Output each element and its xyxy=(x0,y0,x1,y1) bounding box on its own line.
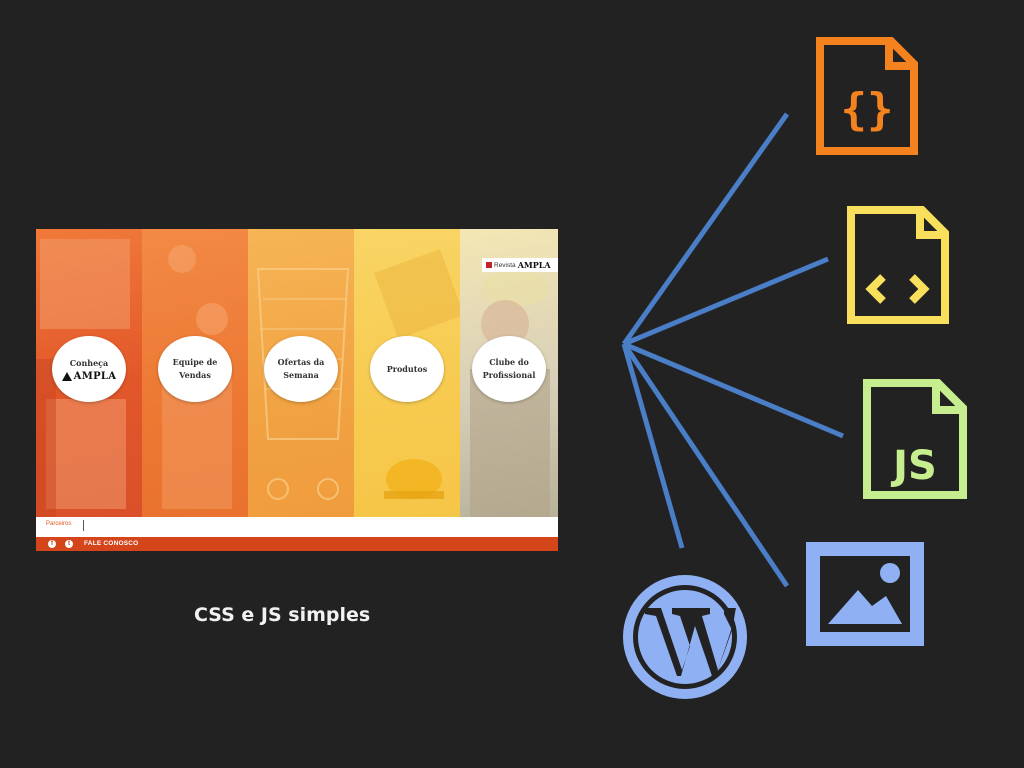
panel-ofertas-da-semana[interactable]: Ofertas da Semana xyxy=(248,229,354,517)
facebook-icon[interactable]: f xyxy=(48,540,56,548)
html-file-icon xyxy=(847,206,949,324)
connector-line-css xyxy=(621,112,790,346)
produtos-circle[interactable]: Produtos xyxy=(370,336,444,402)
ofertas-da-semana-label: Ofertas da Semana xyxy=(277,357,325,380)
ampla-logo-text: AMPLA xyxy=(73,370,117,382)
equipe-de-vendas-label: Equipe de Vendas xyxy=(172,357,218,380)
twitter-icon[interactable]: t xyxy=(65,540,73,548)
image-icon xyxy=(806,542,924,646)
panel-conheca[interactable]: Conheça AMPLA xyxy=(36,229,142,517)
connector-line-html xyxy=(623,256,829,347)
equipe-de-vendas-circle[interactable]: Equipe de Vendas xyxy=(158,336,232,402)
connector-line-wordpress xyxy=(621,343,685,549)
revista-label: Revista xyxy=(494,261,516,269)
panel-produtos[interactable]: Produtos xyxy=(354,229,460,517)
css-file-icon: {} xyxy=(816,37,918,155)
connector-line-image xyxy=(621,342,790,588)
fale-conosco-link[interactable]: FALE CONOSCO xyxy=(84,540,139,547)
slide-caption: CSS e JS simples xyxy=(194,604,371,626)
revista-brand: AMPLA xyxy=(517,260,551,270)
wordpress-icon xyxy=(623,575,747,699)
js-file-icon-text: JS xyxy=(890,443,937,489)
panel-equipe-de-vendas[interactable]: Equipe de Vendas xyxy=(142,229,248,517)
js-file-icon: JS xyxy=(863,379,967,499)
partners-separator xyxy=(83,520,84,531)
revista-ampla-link[interactable]: Revista AMPLA xyxy=(482,258,558,272)
panel-clube-do-profissional[interactable]: Clube do Profissional xyxy=(460,229,558,517)
ampla-triangle-icon xyxy=(61,371,72,381)
revista-icon xyxy=(486,262,492,268)
footer-bar: f t FALE CONOSCO xyxy=(36,537,558,551)
connector-line-js xyxy=(623,341,844,439)
ofertas-da-semana-circle[interactable]: Ofertas da Semana xyxy=(264,336,338,402)
building-photo xyxy=(36,239,130,517)
conheca-circle[interactable]: Conheça AMPLA xyxy=(52,336,126,402)
clube-do-profissional-label: Clube do Profissional xyxy=(482,357,536,380)
tools-photo xyxy=(374,249,460,499)
conheca-label: Conheça xyxy=(69,357,109,368)
website-screenshot: Conheça AMPLA Equipe de Vendas xyxy=(36,229,558,551)
ampla-logo: AMPLA xyxy=(61,370,117,382)
shopping-cart-photo xyxy=(256,268,350,500)
connector-lines xyxy=(621,112,844,588)
svg-text:{}: {} xyxy=(841,84,894,135)
partners-label[interactable]: Parceiros xyxy=(46,521,72,527)
partners-bar: Parceiros xyxy=(36,517,558,537)
clube-do-profissional-circle[interactable]: Clube do Profissional xyxy=(472,336,546,402)
produtos-label: Produtos xyxy=(386,363,428,374)
